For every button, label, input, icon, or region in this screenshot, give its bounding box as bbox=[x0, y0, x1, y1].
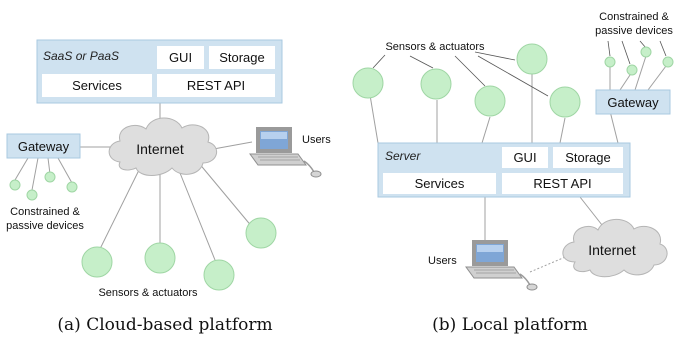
constrained-device-node bbox=[44, 171, 56, 183]
services-box bbox=[42, 74, 152, 97]
storage-box bbox=[209, 46, 275, 69]
caption-b: (b) Local platform bbox=[432, 315, 588, 335]
constrained-device-node bbox=[9, 179, 21, 191]
saas-paas-label: SaaS or PaaS bbox=[43, 49, 119, 63]
cloud-based-platform-panel: SaaS or PaaS GUI Storage Services REST A… bbox=[6, 39, 331, 335]
services-box bbox=[383, 173, 496, 194]
dotted-connection bbox=[529, 254, 571, 273]
gateway-box bbox=[595, 89, 671, 115]
server-label: Server bbox=[385, 149, 421, 163]
sensor-node bbox=[516, 43, 548, 75]
constrained-device-node bbox=[604, 56, 616, 68]
internet-cloud bbox=[108, 117, 218, 176]
sensors-label: Sensors & actuators bbox=[385, 41, 485, 53]
gui-box bbox=[502, 147, 548, 168]
storage-box bbox=[553, 147, 623, 168]
sensor-node bbox=[549, 86, 581, 118]
sensors-arrows bbox=[372, 51, 549, 97]
sensor-node bbox=[144, 242, 176, 274]
constrained-devices-label-line1: Constrained & bbox=[599, 11, 669, 23]
internet-label: Internet bbox=[136, 141, 184, 157]
services-label: Services bbox=[72, 78, 122, 93]
local-platform-panel: Sensors & actuators Constrained & passiv… bbox=[352, 11, 674, 335]
sensors-label: Sensors & actuators bbox=[98, 287, 198, 299]
sensor-node bbox=[245, 217, 277, 249]
sensor-node bbox=[203, 259, 235, 291]
users-laptop-icon bbox=[465, 239, 538, 291]
constrained-devices-label-line2: passive devices bbox=[6, 220, 84, 232]
internet-label: Internet bbox=[588, 242, 636, 258]
constrained-devices bbox=[9, 171, 78, 201]
constrained-devices-label-line2: passive devices bbox=[595, 25, 673, 37]
users-label: Users bbox=[428, 255, 457, 267]
users-label: Users bbox=[302, 134, 331, 146]
sensor-nodes bbox=[352, 43, 581, 118]
caption-a: (a) Cloud-based platform bbox=[57, 315, 272, 335]
sensor-node bbox=[352, 67, 384, 99]
constrained-device-node bbox=[640, 46, 652, 58]
constrained-arrows bbox=[607, 40, 667, 65]
rest-api-box bbox=[157, 74, 275, 97]
sensor-node bbox=[474, 85, 506, 117]
services-label: Services bbox=[415, 176, 465, 191]
rest-api-label: REST API bbox=[187, 78, 245, 93]
storage-label: Storage bbox=[565, 150, 611, 165]
gui-label: GUI bbox=[169, 50, 192, 65]
storage-label: Storage bbox=[219, 50, 265, 65]
sensor-nodes bbox=[81, 217, 277, 291]
gateway-label: Gateway bbox=[18, 139, 70, 154]
constrained-devices bbox=[604, 46, 674, 76]
constrained-device-node bbox=[26, 189, 38, 201]
constrained-device-node bbox=[662, 56, 674, 68]
constrained-device-node bbox=[626, 64, 638, 76]
rest-api-label: REST API bbox=[533, 176, 591, 191]
gui-label: GUI bbox=[513, 150, 536, 165]
rest-api-box bbox=[502, 173, 623, 194]
sensor-node bbox=[81, 246, 113, 278]
gui-box bbox=[157, 46, 204, 69]
gateway-label: Gateway bbox=[607, 95, 659, 110]
constrained-device-node bbox=[66, 181, 78, 193]
gateway-box bbox=[6, 133, 81, 159]
sensor-node bbox=[420, 68, 452, 100]
internet-cloud bbox=[562, 218, 668, 278]
constrained-devices-label-line1: Constrained & bbox=[10, 206, 80, 218]
